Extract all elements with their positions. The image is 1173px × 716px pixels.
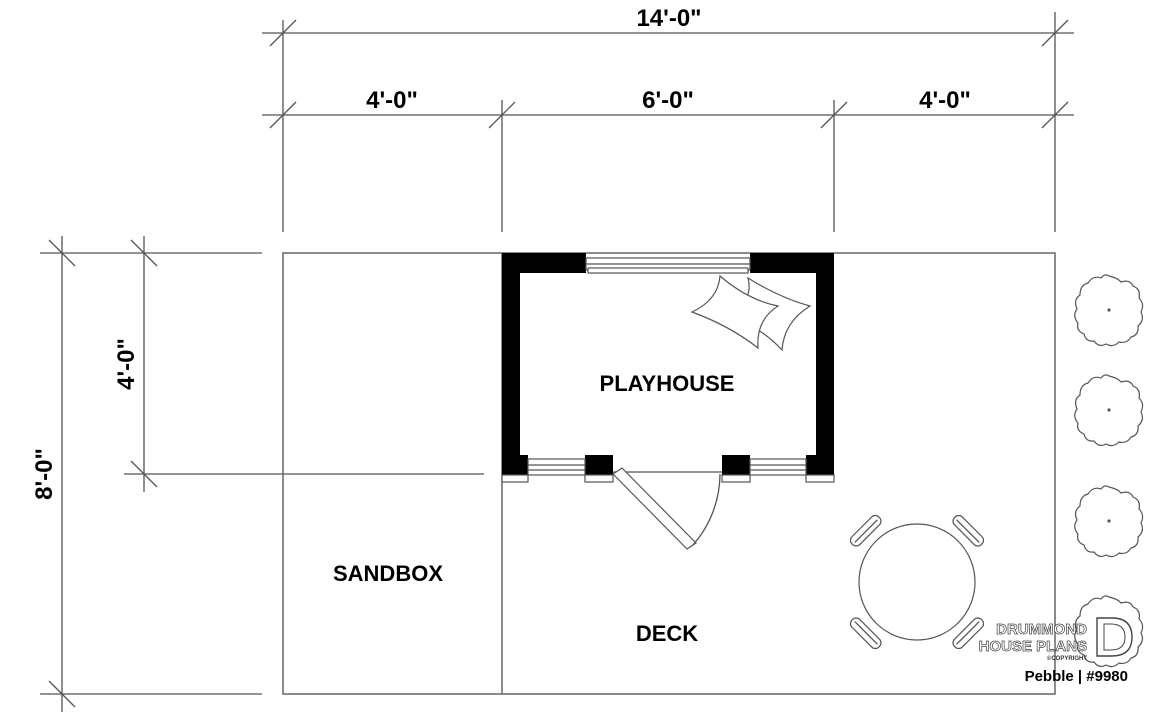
overall-width-label: 14'-0" — [636, 5, 701, 32]
windows — [527, 257, 807, 476]
sill — [805, 474, 835, 483]
window-sill — [587, 267, 749, 274]
playhouse-depth-label: 4'-0" — [113, 338, 140, 390]
dim-tick — [820, 101, 848, 129]
playhouse-door — [612, 467, 722, 550]
plan-reference: Pebble | #9980 — [1025, 668, 1128, 685]
top-window — [585, 257, 751, 274]
bottom-left-window — [527, 458, 586, 476]
top-dimensions: 14'-0" 4'-0" 6'-0" 4'-0" — [262, 5, 1074, 232]
wall-right — [816, 253, 834, 475]
shrub-icon — [1074, 374, 1144, 447]
brand-line-2: HOUSE PLANS — [979, 638, 1087, 655]
dim-tick — [1041, 101, 1069, 129]
brand-watermark: DRUMMOND HOUSE PLANS ©COPYRIGHT — [978, 617, 1133, 662]
wall-top-right — [750, 253, 834, 273]
dim-tick — [269, 101, 297, 129]
window-frame — [527, 458, 586, 476]
cushions — [690, 274, 812, 352]
shrub-icon — [1074, 485, 1144, 558]
chair — [952, 514, 985, 547]
dim-tick — [488, 101, 516, 129]
left-width-label: 4'-0" — [366, 87, 418, 114]
round-table — [858, 523, 976, 641]
room-label-deck: DECK — [636, 621, 698, 646]
playhouse-walls — [501, 253, 835, 483]
dim-tick — [48, 680, 76, 708]
window-frame — [749, 458, 807, 476]
chair — [952, 617, 985, 650]
dim-tick — [48, 239, 76, 267]
chair — [849, 617, 882, 650]
wall-bottom-right-corner — [806, 455, 834, 475]
door-swing-arc — [691, 473, 721, 547]
wall-left — [502, 253, 520, 475]
dim-tick — [130, 239, 158, 267]
room-label-playhouse: PLAYHOUSE — [600, 371, 735, 396]
wall-bottom-jamb-left — [585, 455, 613, 475]
sill — [584, 474, 614, 483]
table-set — [849, 514, 985, 650]
sill — [721, 474, 751, 483]
brand-line-1: DRUMMOND — [996, 621, 1087, 638]
wall-bottom-left-corner — [502, 455, 528, 475]
drummond-d-logo-icon — [1096, 617, 1133, 657]
middle-width-label: 6'-0" — [642, 87, 694, 114]
door-leaf — [612, 467, 697, 550]
chair — [849, 514, 882, 547]
dim-tick — [1041, 19, 1069, 47]
site-boundary — [282, 252, 1056, 695]
shrub-icon — [1074, 274, 1144, 347]
wall-top-left — [502, 253, 586, 273]
overall-depth-label: 8'-0" — [31, 448, 58, 500]
bottom-right-window — [749, 458, 807, 476]
dim-tick — [130, 460, 158, 488]
room-label-sandbox: SANDBOX — [333, 561, 443, 586]
dim-tick — [269, 19, 297, 47]
right-width-label: 4'-0" — [919, 87, 971, 114]
cushion-left — [690, 274, 780, 350]
sill — [501, 474, 529, 483]
left-dimensions: 8'-0" 4'-0" — [31, 236, 484, 712]
brand-copyright: ©COPYRIGHT — [1047, 655, 1087, 662]
wall-bottom-jamb-right — [722, 455, 750, 475]
shrubs — [1074, 274, 1144, 668]
